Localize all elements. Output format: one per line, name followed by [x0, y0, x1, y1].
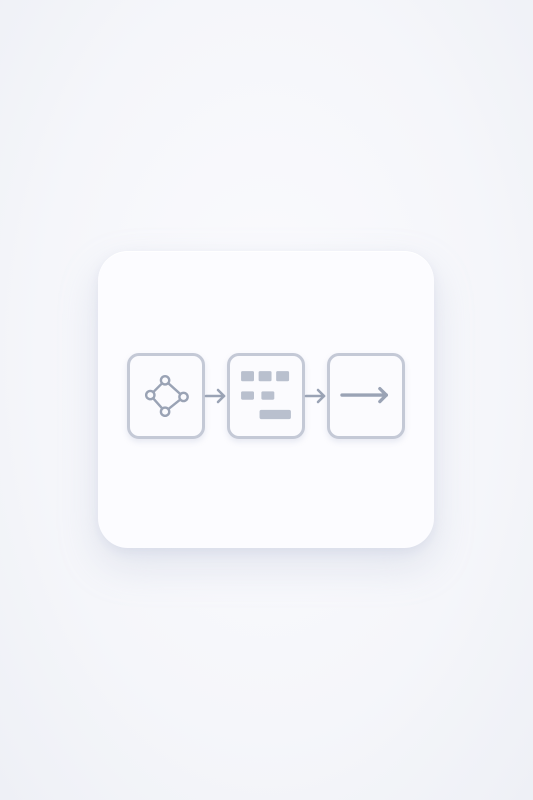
step-2-tile[interactable]	[227, 353, 305, 439]
arrow-right-icon	[340, 386, 388, 404]
flow-diagram	[98, 251, 434, 548]
vector-nodes-icon	[144, 374, 189, 418]
flow-card	[98, 251, 434, 548]
keyboard-grid-icon	[241, 371, 291, 420]
step-3-tile[interactable]	[327, 353, 405, 439]
connector-arrow-icon	[204, 388, 226, 404]
step-1-tile[interactable]	[127, 353, 205, 439]
connector-arrow-icon	[304, 388, 326, 404]
